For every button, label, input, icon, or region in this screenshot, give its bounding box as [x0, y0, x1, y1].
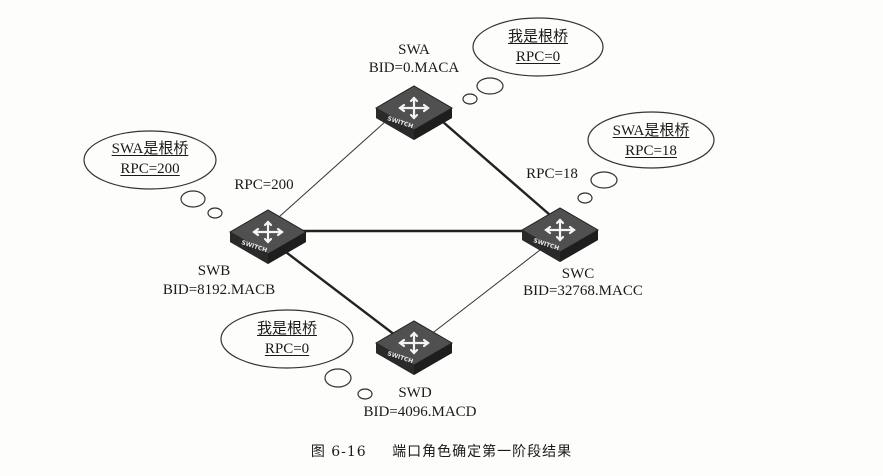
swd-name: SWD [398, 385, 432, 401]
swc-bid: BID=32768.MACC [523, 283, 643, 299]
bubble-text-swb: SWA是根桥 RPC=200 [90, 139, 210, 179]
link-swa-swc [434, 114, 551, 216]
bubble-text-swa: 我是根桥 RPC=0 [478, 27, 598, 67]
bubble-swd-line1: 我是根桥 [256, 321, 317, 337]
swa-name: SWA [398, 42, 430, 58]
figure-caption: 图 6-16 端口角色确定第一阶段结果 [0, 441, 883, 461]
switch-icon-swc [520, 206, 600, 264]
rpc-label-swb-link: RPC=200 [234, 177, 294, 193]
bubble-swa-line2: RPC=0 [515, 49, 561, 65]
bubble-swb-line1: SWA是根桥 [111, 141, 189, 157]
bubble-swc-line1: SWA是根桥 [612, 123, 690, 139]
thought-bubble-swc [577, 111, 715, 204]
thought-bubble-swd [220, 309, 373, 400]
link-swa-swb [269, 103, 406, 226]
swb-name: SWB [197, 263, 231, 279]
switch-icon-swa [374, 84, 454, 142]
bubble-swb-line2: RPC=200 [120, 161, 180, 177]
link-swb-swd [269, 239, 396, 336]
swd-bid: BID=4096.MACD [363, 404, 477, 420]
thought-bubble-swb [83, 130, 223, 219]
swa-bid: BID=0.MACA [368, 60, 460, 76]
switch-icon-swb [228, 208, 308, 266]
link-swc-swd [429, 249, 541, 336]
figure-title: 端口角色确定第一阶段结果 [392, 444, 573, 460]
bubble-text-swd: 我是根桥 RPC=0 [227, 319, 347, 359]
rpc-label-swc-link: RPC=18 [526, 166, 578, 182]
bubble-swc-line2: RPC=18 [625, 143, 677, 159]
bubble-swd-line2: RPC=0 [264, 341, 310, 357]
bubble-text-swc: SWA是根桥 RPC=18 [591, 121, 711, 161]
swc-name: SWC [561, 266, 595, 282]
thought-bubble-swa [462, 17, 604, 105]
bubble-swa-line1: 我是根桥 [507, 29, 568, 45]
figure-number: 图 6-16 [310, 444, 367, 460]
swb-bid: BID=8192.MACB [162, 282, 276, 298]
